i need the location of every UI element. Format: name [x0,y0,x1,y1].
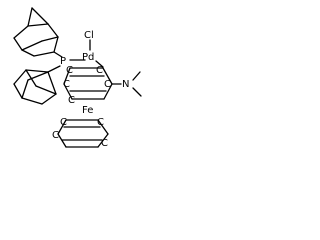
bond [13,69,27,85]
bond [21,49,35,57]
bond [33,51,55,57]
bond [63,83,73,100]
bond [31,7,49,25]
bond [57,119,67,135]
bond [47,23,59,38]
bond [102,67,113,85]
bond [41,36,59,42]
palladium-atom-label: Pd [82,52,94,63]
lower-cyclopentadienyl-ring: C C C C [52,117,109,149]
ring-carbon-label: C [63,79,70,90]
bond [35,85,57,95]
bond [25,69,49,73]
bond [63,67,71,85]
n-methyl-bond [132,87,142,97]
ring-carbon-label: C [60,117,67,128]
ring-carbon-label: C [97,117,104,128]
lower-norbornyl-group [13,65,61,105]
bond [21,79,29,99]
bond [47,65,61,73]
structure-diagram: P Cl Pd C C C C C N Fe [13,7,142,149]
phosphorus-atom-label: P [60,56,66,67]
ring-carbon-label: C [68,95,75,106]
ring-carbon-label: C [104,79,111,90]
bond [53,36,59,53]
ring-carbon-label: C [96,65,103,76]
ring-carbon-label: C [101,138,108,149]
bond [97,133,109,148]
bond [25,69,37,87]
bond [97,119,109,135]
bond [21,97,43,105]
bond [53,51,63,58]
ring-carbon-label: C [52,130,59,141]
bond [13,83,23,99]
bond [21,40,43,51]
bond [27,7,33,27]
bond [47,71,57,95]
upper-norbornyl-group [13,7,63,58]
pd-ring-bond [95,60,104,68]
ring-carbon-label: C [66,65,73,76]
bond [41,93,57,105]
bond [103,83,113,100]
bond [27,23,49,27]
iron-atom-label: Fe [82,105,93,116]
nitrogen-atom-label: N [122,79,129,90]
bond [13,25,29,39]
upper-cyclopentadienyl-ring: C C C C C [63,65,113,106]
bond [13,37,23,51]
chlorine-atom-label: Cl [84,30,94,41]
n-methyl-bond [132,71,141,81]
